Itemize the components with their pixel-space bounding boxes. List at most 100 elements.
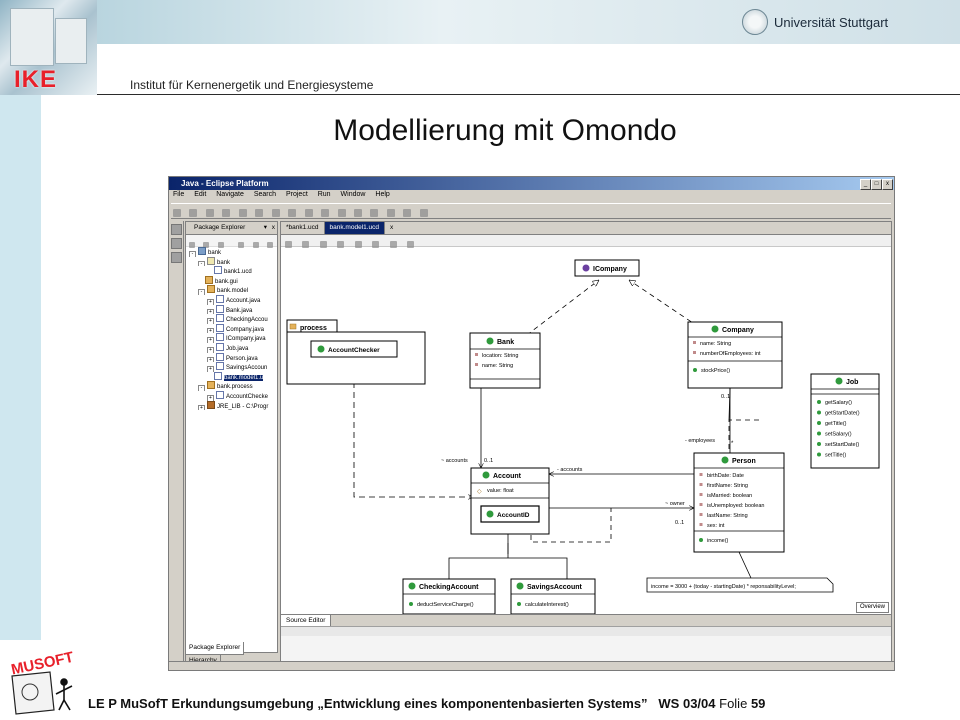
expander-icon[interactable]: - [189, 251, 196, 257]
prev-annotation-icon[interactable] [386, 209, 395, 217]
tree-item[interactable]: bank.gui [186, 275, 277, 286]
menu-navigate[interactable]: Navigate [216, 191, 244, 198]
forward-icon[interactable] [419, 209, 428, 217]
account-class[interactable]: Account ◇ value: float AccountID [470, 467, 550, 535]
checkingaccount-class[interactable]: CheckingAccount deductServiceCharge() [402, 578, 496, 614]
search-icon[interactable] [353, 209, 362, 217]
tree-item[interactable]: +ICompany.java [186, 333, 277, 343]
job-methods-row: setTitle() [825, 453, 846, 459]
tree-item[interactable]: bank1.ucd [186, 266, 277, 276]
expander-icon[interactable]: - [198, 260, 205, 267]
menu-run[interactable]: Run [317, 191, 331, 198]
tree-item[interactable]: +Job.java [186, 342, 277, 353]
view-menu-icon[interactable]: ▾ [263, 224, 267, 231]
note-tool-icon[interactable] [407, 241, 415, 248]
tree-item[interactable]: +AccountChecke [186, 390, 277, 401]
expander-icon[interactable]: + [207, 327, 214, 334]
menu-project[interactable]: Project [285, 191, 308, 198]
company-class[interactable]: Company name: String numberOfEmployees: … [687, 321, 783, 389]
up-icon[interactable] [217, 242, 224, 248]
expander-icon[interactable]: + [207, 346, 214, 353]
open-perspective-icon[interactable] [171, 224, 182, 235]
expander-icon[interactable]: - [198, 289, 205, 295]
expander-icon[interactable]: + [207, 356, 214, 363]
interface-tool-icon[interactable] [337, 241, 345, 248]
tree-item[interactable]: bank.model1.u [186, 371, 277, 382]
close-view-icon[interactable]: x [271, 224, 275, 231]
select-tool-icon[interactable] [285, 241, 292, 248]
new-class-icon[interactable] [321, 209, 330, 217]
expander-icon[interactable]: + [198, 404, 205, 411]
class-icon [516, 582, 524, 590]
menu-search[interactable]: Search [253, 191, 277, 198]
uml-perspective-icon[interactable] [171, 252, 182, 263]
tree-item[interactable]: -bank.process [186, 381, 277, 391]
tree-item-label: Bank.java [226, 307, 253, 314]
menu-edit[interactable]: Edit [194, 191, 207, 198]
savingsaccount-class[interactable]: SavingsAccount calculateInterest() [510, 578, 596, 614]
expander-icon[interactable]: + [207, 308, 214, 315]
back-icon[interactable] [189, 242, 195, 248]
print-icon[interactable] [222, 209, 231, 217]
horizontal-scrollbar[interactable] [281, 626, 891, 636]
minimize-button[interactable]: _ [860, 179, 871, 190]
overview-tab[interactable]: Overview [855, 602, 889, 613]
menu-help[interactable]: Help [375, 191, 390, 198]
icompany-interface[interactable]: ICompany [574, 259, 640, 277]
open-type-icon[interactable] [288, 209, 297, 217]
tree-item-label: bank.model [217, 288, 249, 295]
forward-icon[interactable] [203, 242, 210, 248]
generalization-tool-icon[interactable] [372, 241, 380, 248]
maximize-button[interactable]: □ [871, 179, 882, 190]
tree-item[interactable]: +JRE_LIB - C:\Progr [186, 400, 277, 411]
tree-item[interactable]: +Account.java [186, 294, 277, 305]
expander-icon[interactable]: + [207, 337, 214, 343]
debug-icon[interactable] [238, 209, 247, 217]
class-tool-icon[interactable] [319, 241, 327, 248]
expander-icon[interactable]: + [207, 318, 214, 324]
tree-item[interactable]: -bank [186, 256, 277, 267]
tree-item[interactable]: +Person.java [186, 352, 277, 363]
job-class[interactable]: Job getSalary()getStartDate()getTitle()s… [810, 373, 880, 469]
menu-file[interactable]: File [173, 191, 185, 198]
back-icon[interactable] [403, 209, 412, 217]
process-package[interactable]: process AccountChecker [286, 319, 426, 385]
bank-class[interactable]: Bank location: String name: String [469, 332, 541, 389]
new-package-icon[interactable] [304, 209, 313, 217]
new-interface-icon[interactable] [337, 209, 346, 217]
save-icon[interactable] [189, 209, 198, 217]
package-name: process [300, 325, 327, 332]
tree-item[interactable]: +Company.java [186, 323, 277, 334]
menu-icon[interactable] [267, 242, 274, 248]
collapse-all-icon[interactable] [238, 242, 245, 248]
tab-bank1-ucd[interactable]: *bank1.ucd [281, 222, 325, 234]
expander-icon[interactable]: + [207, 394, 214, 401]
next-annotation-icon[interactable] [370, 209, 379, 217]
expander-icon[interactable]: - [198, 385, 205, 391]
tree-item[interactable]: +SavingsAccoun [186, 362, 277, 372]
tree-item[interactable]: +CheckingAccou [186, 314, 277, 324]
tree-item[interactable]: -bank [186, 247, 277, 257]
tree-item[interactable]: - bank.model [186, 285, 277, 295]
new-icon[interactable] [173, 209, 181, 217]
association-tool-icon[interactable] [354, 241, 362, 248]
link-editor-icon[interactable] [252, 242, 259, 248]
interface-icon [582, 264, 590, 272]
menu-window[interactable]: Window [340, 191, 366, 198]
tab-package-explorer[interactable]: Package Explorer [185, 642, 245, 655]
package-tool-icon[interactable] [302, 241, 310, 248]
save-all-icon[interactable] [205, 209, 214, 217]
income-note[interactable]: income = 3000 + (today - startingDate) *… [646, 577, 834, 593]
dependency-tool-icon[interactable] [389, 241, 397, 248]
tab-source-editor[interactable]: Source Editor [281, 615, 332, 627]
close-button[interactable]: x [882, 179, 893, 190]
expander-icon[interactable]: + [207, 366, 214, 372]
close-tab-icon[interactable]: x [390, 224, 394, 231]
tab-bank-model1-ucd[interactable]: bank.model1.ucd [324, 222, 386, 234]
external-tools-icon[interactable] [271, 209, 280, 217]
expander-icon[interactable]: + [207, 298, 214, 305]
run-icon[interactable] [255, 209, 264, 217]
java-perspective-icon[interactable] [171, 238, 182, 249]
tree-item[interactable]: + Bank.java [186, 304, 277, 315]
